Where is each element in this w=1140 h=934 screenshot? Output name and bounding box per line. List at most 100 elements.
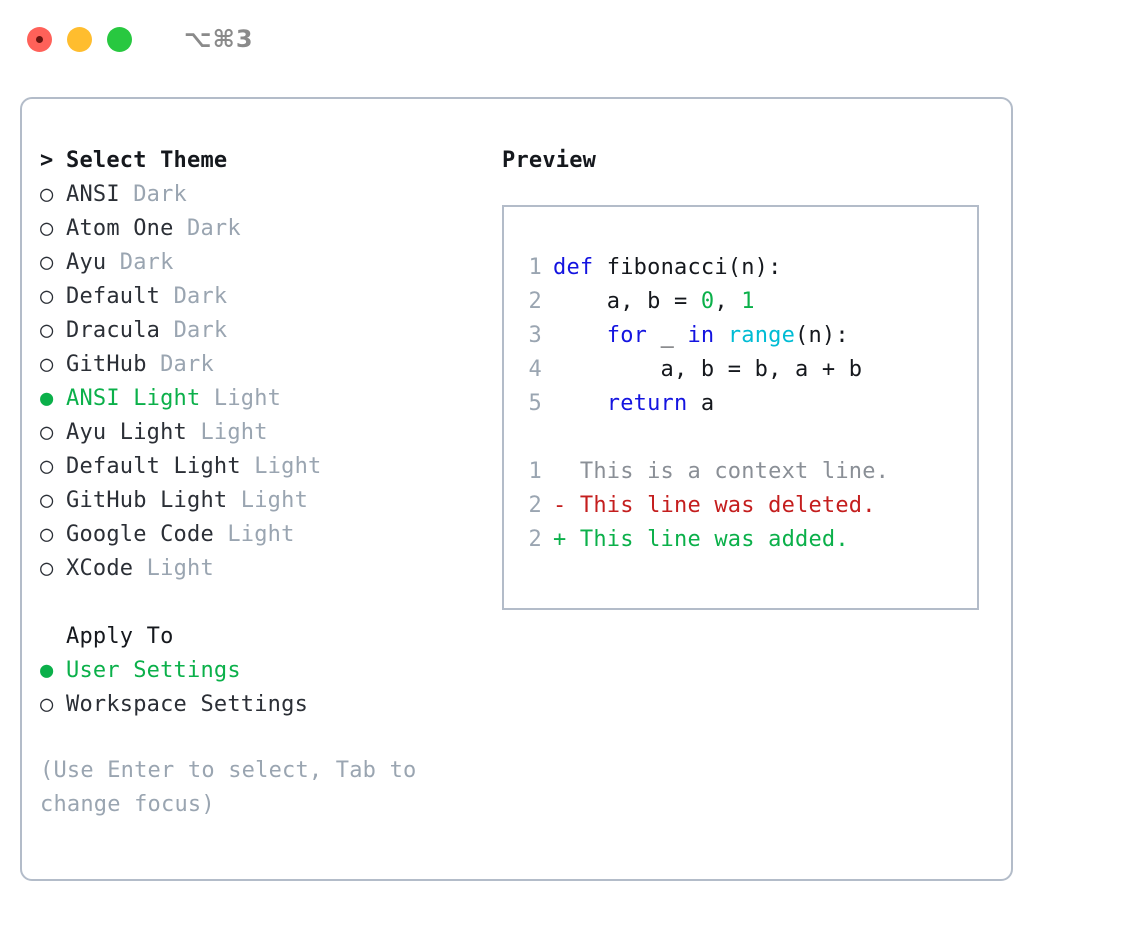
code-token [553, 391, 607, 416]
code-token: return [606, 391, 688, 416]
apply-to-heading: Apply To [40, 620, 502, 654]
theme-option-label: GitHub [66, 352, 147, 377]
code-line: 2 a, b = 0, 1 [518, 285, 977, 319]
diff-line-text: + This line was added. [553, 527, 849, 552]
code-token: 1 [741, 289, 755, 314]
code-token [714, 323, 727, 348]
code-token: (n): [795, 323, 849, 348]
code-token: def [553, 255, 594, 280]
code-token: a, b = [553, 289, 701, 314]
maximize-window-button[interactable] [107, 26, 132, 52]
code-token: 0 [700, 289, 715, 314]
code-token: _ [647, 323, 688, 348]
theme-option-kind: Dark [173, 216, 241, 241]
radio-unselected-icon: ○ [40, 454, 54, 479]
code-line: 3 for _ in range(n): [518, 319, 977, 353]
caret-marker-icon: > [40, 148, 54, 173]
apply-to-list: ●User Settings ○ Workspace Settings [40, 654, 502, 722]
code-line-number: 5 [528, 391, 542, 416]
theme-option-kind: Light [227, 488, 309, 513]
theme-list: ○ANSI Dark○Atom One Dark○Ayu Dark○Defaul… [40, 178, 502, 586]
radio-unselected-icon: ○ [40, 284, 54, 309]
code-token: fibonacci(n): [593, 255, 782, 280]
theme-option-label: Default Light [66, 454, 241, 479]
apply-to-marker [40, 620, 66, 654]
theme-option-xcode[interactable]: ○ XCode Light [40, 552, 502, 586]
radio-unselected-icon: ○ [40, 250, 54, 275]
apply-to-heading-label: Apply To [66, 624, 174, 649]
code-line-number: 3 [528, 323, 542, 348]
theme-option-ayu-light[interactable]: ○ Ayu Light Light [40, 416, 502, 450]
theme-option-google-code[interactable]: ○ Google Code Light [40, 518, 502, 552]
radio-unselected-icon: ○ [40, 420, 54, 445]
code-token: for [606, 323, 648, 348]
preview-heading: Preview [502, 148, 597, 173]
code-token: a, b = b, a + b [553, 357, 863, 382]
code-line: 1 def fibonacci(n): [518, 251, 977, 285]
theme-option-label: Google Code [66, 522, 214, 547]
diff-line-number: 2 [528, 527, 542, 552]
theme-option-default[interactable]: ○ Default Dark [40, 280, 502, 314]
radio-unselected-icon: ○ [40, 556, 54, 581]
theme-option-kind: Light [240, 454, 322, 479]
apply-to-option-label: Workspace Settings [66, 692, 309, 717]
theme-option-kind: Dark [106, 250, 174, 275]
theme-option-dracula[interactable]: ○Dracula Dark [40, 314, 502, 348]
theme-option-kind: Light [133, 556, 214, 581]
theme-option-kind: Light [213, 522, 295, 547]
diff-line-number: 1 [528, 459, 542, 484]
diff-line-number: 2 [528, 493, 542, 518]
theme-option-github-light[interactable]: ○GitHub Light Light [40, 484, 502, 518]
radio-unselected-icon: ○ [40, 318, 54, 343]
theme-option-kind: Dark [160, 318, 228, 343]
theme-selection-column: >Select Theme ○ANSI Dark○Atom One Dark○A… [22, 99, 502, 879]
code-token: range [727, 323, 796, 348]
radio-selected-icon: ● [40, 386, 54, 411]
radio-unselected-icon: ○ [40, 182, 54, 207]
theme-option-kind: Light [187, 420, 268, 445]
theme-option-label: Atom One [66, 216, 174, 241]
diff-line-ctx: 1 This is a context line. [518, 455, 977, 489]
theme-option-kind: Dark [160, 284, 228, 309]
theme-option-kind: Dark [119, 182, 188, 207]
apply-to-option-user-settings[interactable]: ●User Settings [40, 654, 502, 688]
diff-line-text: - This line was deleted. [553, 493, 876, 518]
code-line: 5 return a [518, 387, 977, 421]
code-token [553, 323, 607, 348]
code-token: , [714, 289, 742, 314]
radio-unselected-icon: ○ [40, 692, 54, 717]
theme-option-label: XCode [66, 556, 134, 581]
theme-option-ansi-light[interactable]: ● ANSI Light Light [40, 382, 502, 416]
theme-option-default-light[interactable]: ○ Default Light Light [40, 450, 502, 484]
theme-option-label: Ayu [66, 250, 107, 275]
select-theme-heading-label: Select Theme [66, 148, 228, 173]
code-line-number: 1 [528, 255, 542, 280]
radio-unselected-icon: ○ [40, 522, 54, 547]
close-window-button[interactable] [27, 26, 52, 52]
apply-to-option-workspace-settings[interactable]: ○ Workspace Settings [40, 688, 502, 722]
code-line: 4 a, b = b, a + b [518, 353, 977, 387]
theme-option-kind: Light [200, 386, 282, 411]
diff-line-add: 2 + This line was added. [518, 523, 977, 557]
theme-option-label: GitHub Light [66, 488, 228, 513]
theme-option-github[interactable]: ○GitHub Dark [40, 348, 502, 382]
radio-selected-icon: ● [40, 658, 54, 683]
theme-option-label: ANSI Light [66, 386, 201, 411]
title-bar: ⌥⌘3 [0, 0, 1140, 78]
theme-option-ansi[interactable]: ○ANSI Dark [40, 178, 502, 212]
code-line-number: 2 [528, 289, 542, 314]
theme-option-atom-one[interactable]: ○ Atom One Dark [40, 212, 502, 246]
keyboard-shortcut-label: ⌥⌘3 [184, 25, 254, 53]
theme-option-ayu[interactable]: ○ Ayu Dark [40, 246, 502, 280]
radio-unselected-icon: ○ [40, 216, 54, 241]
theme-option-label: Default [66, 284, 161, 309]
select-theme-heading: > Select Theme [40, 144, 502, 178]
minimize-window-button[interactable] [67, 26, 92, 52]
diff-line-del: 2 - This line was deleted. [518, 489, 977, 523]
theme-option-label: Ayu Light [66, 420, 188, 445]
diff-line-text: This is a context line. [553, 459, 890, 484]
code-line-number: 4 [528, 357, 542, 382]
radio-unselected-icon: ○ [40, 352, 54, 377]
